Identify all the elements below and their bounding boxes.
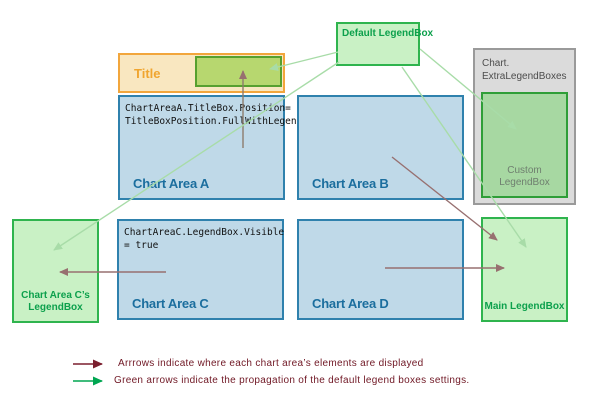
chart-area-a-code-line2: TitleBoxPosition.FullWithLegend [125, 116, 303, 127]
title-legendbox [195, 56, 282, 87]
legend-note-green-arrows: Green arrows indicate the propagation of… [114, 375, 470, 386]
chart-area-a-code-line1: ChartAreaA.TitleBox.Position= [125, 103, 291, 114]
chart-area-c-legendbox: Chart Area C’s LegendBox [12, 219, 99, 323]
extra-legendboxes-label-line2: ExtraLegendBoxes [482, 71, 567, 82]
main-legendbox: Main LegendBox [481, 217, 568, 322]
custom-legendbox-label-line1: Custom [507, 165, 542, 176]
chart-area-c-code-line1: ChartAreaC.LegendBox.Visible [124, 227, 285, 238]
extra-legendboxes-label: Chart. ExtraLegendBoxes [482, 57, 567, 83]
chart-area-d-box: Chart Area D [297, 219, 464, 320]
chart-area-a-label: Chart Area A [133, 176, 210, 191]
chart-area-a-box: ChartAreaA.TitleBox.Position= TitleBoxPo… [118, 95, 302, 200]
custom-legendbox: Custom LegendBox [481, 92, 568, 198]
chart-area-c-label: Chart Area C [132, 296, 209, 311]
chart-area-c-code-line2: = true [124, 240, 159, 251]
default-legendbox: Default LegendBox [336, 22, 433, 66]
chart-area-b-box: Chart Area B [297, 95, 464, 200]
custom-legendbox-label-line2: LegendBox [499, 177, 550, 188]
chart-area-c-code: ChartAreaC.LegendBox.Visible = true [124, 226, 284, 252]
c-legendbox-label-line1: Chart Area C’s [21, 290, 90, 301]
chart-area-b-label: Chart Area B [312, 176, 389, 191]
chart-area-a-code: ChartAreaA.TitleBox.Position= TitleBoxPo… [125, 102, 302, 128]
extra-legendboxes-label-line1: Chart. [482, 58, 510, 69]
chart-area-c-legendbox-label: Chart Area C’s LegendBox [14, 290, 97, 314]
c-legendbox-label-line2: LegendBox [28, 302, 83, 313]
default-legendbox-label: Default LegendBox [342, 28, 434, 39]
custom-legendbox-label: Custom LegendBox [483, 165, 566, 189]
chart-area-c-box: ChartAreaC.LegendBox.Visible = true Char… [117, 219, 284, 320]
chart-area-d-label: Chart Area D [312, 296, 389, 311]
legend-note-arrows: Arrrows indicate where each chart area’s… [118, 358, 424, 369]
title-box-label: Title [134, 66, 161, 81]
main-legendbox-label: Main LegendBox [484, 301, 565, 312]
